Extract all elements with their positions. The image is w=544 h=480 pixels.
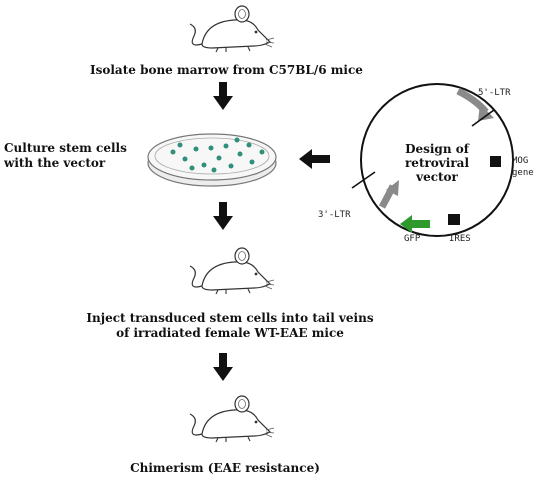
gfp-label: GFP	[404, 234, 421, 244]
down-arrow-1	[213, 82, 233, 110]
down-arrow-3	[213, 353, 233, 381]
retroviral-vector-plasmid	[351, 83, 514, 237]
vector-title-line1: Design of	[405, 142, 469, 156]
step-inject-label-line1: Inject transduced stem cells into tail v…	[86, 311, 374, 325]
gfp-arrow	[400, 215, 430, 233]
step-culture-label-line2: with the vector	[4, 156, 106, 170]
left-arrow	[299, 149, 330, 169]
ires-box	[448, 214, 460, 225]
mouse-icon-top	[189, 5, 275, 53]
step-inject-label-line2: of irradiated female WT-EAE mice	[116, 326, 344, 340]
mouse-icon-middle	[189, 247, 275, 295]
step-culture-label-line1: Culture stem cells	[4, 141, 127, 155]
step-chimerism-label: Chimerism (EAE resistance)	[130, 461, 320, 475]
mog-label-line2: gene	[512, 168, 534, 178]
mog-label-line1: MOG	[512, 156, 529, 166]
ltr5-label: 5'-LTR	[478, 88, 511, 98]
mog-gene-box	[490, 156, 501, 167]
vector-title-line2: retroviral	[404, 156, 469, 170]
petri-dish	[147, 133, 277, 187]
step-isolate-label: Isolate bone marrow from C57BL/6 mice	[90, 63, 363, 77]
ltr3-label: 3'-LTR	[318, 210, 351, 220]
stem-cells	[170, 137, 265, 173]
ires-label: IRES	[449, 234, 471, 244]
down-arrow-2	[213, 202, 233, 230]
mouse-icon-bottom	[189, 395, 275, 443]
vector-title-line3: vector	[416, 170, 458, 184]
